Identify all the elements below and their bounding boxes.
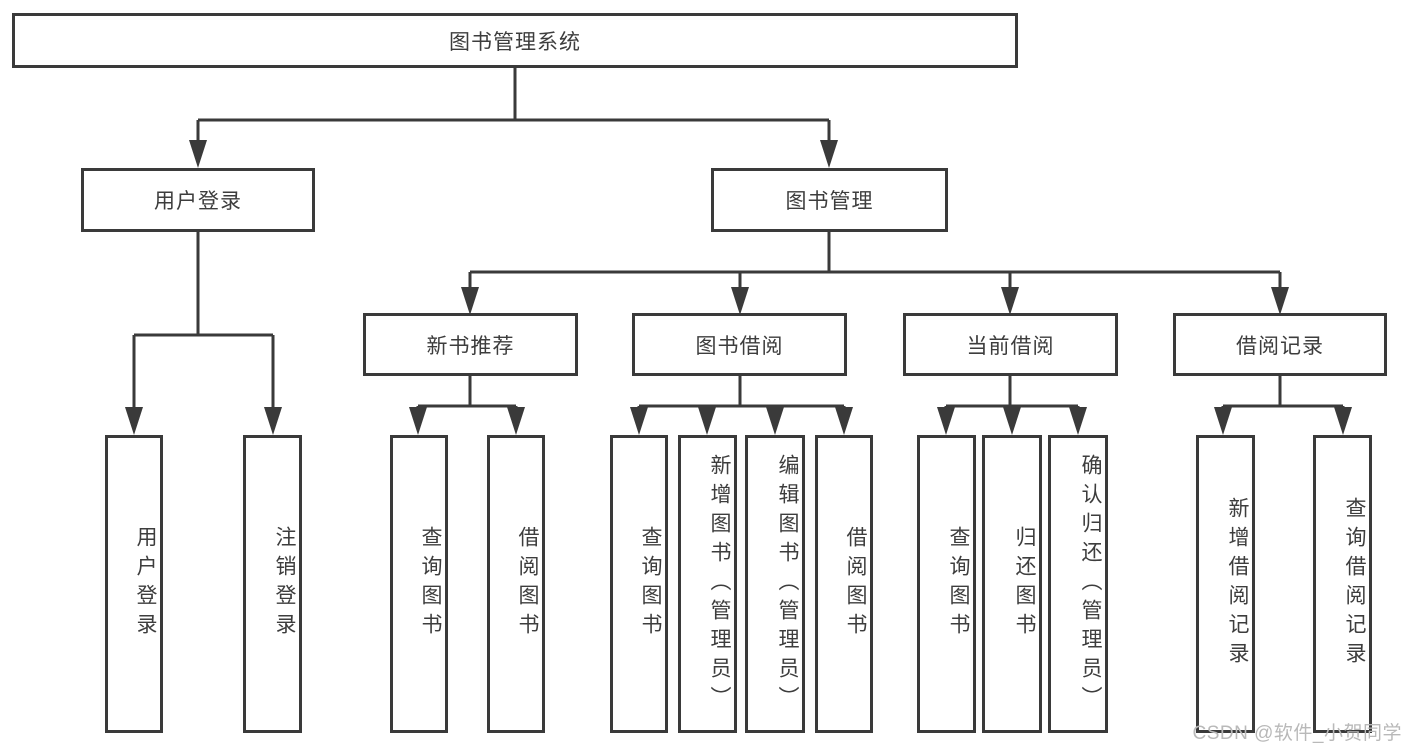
arrowhead-icon xyxy=(820,140,838,168)
leaf-query-books-borrowing: 查询图书 xyxy=(610,435,668,733)
node-borrowing-records: 借阅记录 xyxy=(1173,313,1387,376)
csdn-watermark: CSDN @软件_小贺同学 xyxy=(1192,723,1402,744)
connector-borrowing-records xyxy=(1214,376,1352,435)
node-book-management: 图书管理 xyxy=(711,168,948,232)
connector-user-login xyxy=(125,232,282,435)
leaf-logout: 注销登录 xyxy=(243,435,302,733)
node-label: 当前借阅 xyxy=(966,334,1055,358)
arrowhead-icon xyxy=(1001,287,1019,315)
node-library-management-system: 图书管理系统 xyxy=(12,13,1018,68)
node-label: 借阅记录 xyxy=(1236,334,1324,358)
connector-current-borrowing xyxy=(937,376,1087,435)
arrowhead-icon xyxy=(507,407,525,435)
arrowhead-icon xyxy=(189,140,207,168)
leaf-borrow-books-recommend: 借阅图书 xyxy=(487,435,545,733)
arrowhead-icon xyxy=(1069,407,1087,435)
leaf-query-books-current: 查询图书 xyxy=(917,435,976,733)
leaf-add-borrow-record: 新增借阅记录 xyxy=(1196,435,1255,733)
node-label: 用户登录 xyxy=(154,190,242,213)
node-label: 图书管理 xyxy=(785,190,874,213)
connector-book-borrowing xyxy=(630,376,853,435)
node-current-borrowing: 当前借阅 xyxy=(903,313,1118,376)
leaf-edit-books-admin: 编辑图书（管理员） xyxy=(745,435,805,733)
arrowhead-icon xyxy=(698,407,716,435)
arrowhead-icon xyxy=(1334,407,1352,435)
connector-root xyxy=(189,68,838,168)
arrowhead-icon xyxy=(461,287,479,315)
arrowhead-icon xyxy=(630,407,648,435)
leaf-borrow-books: 借阅图书 xyxy=(815,435,873,733)
leaf-return-books: 归还图书 xyxy=(982,435,1042,733)
arrowhead-icon xyxy=(731,287,749,315)
connector-book-management xyxy=(461,232,1289,315)
arrowhead-icon xyxy=(766,407,784,435)
leaf-user-login: 用户登录 xyxy=(105,435,163,733)
arrowhead-icon xyxy=(125,407,143,435)
node-new-book-recommendation: 新书推荐 xyxy=(363,313,578,376)
node-label: 新书推荐 xyxy=(426,334,515,358)
arrowhead-icon xyxy=(1214,407,1232,435)
arrowhead-icon xyxy=(1271,287,1289,315)
arrowhead-icon xyxy=(937,407,955,435)
node-book-borrowing: 图书借阅 xyxy=(632,313,847,376)
node-label: 图书借阅 xyxy=(695,334,784,358)
arrowhead-icon xyxy=(835,407,853,435)
node-user-login: 用户登录 xyxy=(81,168,315,232)
node-label: 图书管理系统 xyxy=(449,30,581,54)
leaf-query-borrow-record: 查询借阅记录 xyxy=(1313,435,1372,733)
leaf-add-books-admin: 新增图书（管理员） xyxy=(678,435,737,733)
connector-new-book-recommendation xyxy=(409,376,525,435)
arrowhead-icon xyxy=(1003,407,1021,435)
arrowhead-icon xyxy=(264,407,282,435)
arrowhead-icon xyxy=(409,407,427,435)
leaf-query-books-recommend: 查询图书 xyxy=(390,435,448,733)
leaf-confirm-return-admin: 确认归还（管理员） xyxy=(1048,435,1108,733)
